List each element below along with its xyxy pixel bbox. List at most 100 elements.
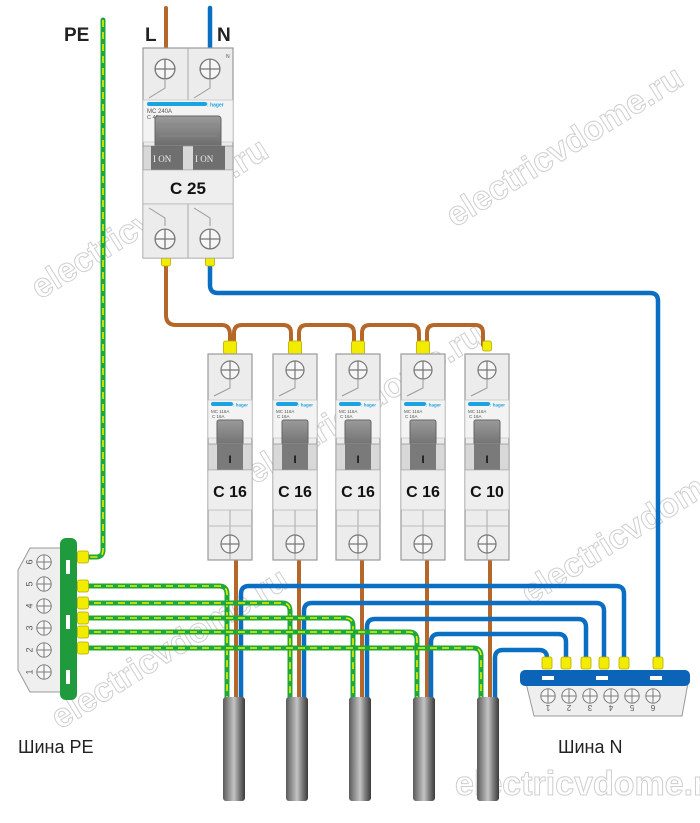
- screw-icon: [645, 688, 661, 704]
- cable: [413, 697, 435, 801]
- phase-jumper: [425, 323, 485, 347]
- screw-icon: [624, 688, 640, 704]
- n-label: N: [217, 25, 231, 46]
- rating-label: C 25: [170, 179, 206, 198]
- model-label: MC 240A: [147, 109, 172, 115]
- screw-icon: [413, 360, 433, 380]
- handle-label: I: [356, 454, 359, 466]
- screw-icon: [603, 688, 619, 704]
- l-label: L: [145, 25, 157, 46]
- toggle-handle[interactable]: [410, 444, 436, 470]
- cable: [477, 697, 499, 801]
- n-bus-label: Шина N: [558, 737, 623, 757]
- brand-label: : hager: [426, 403, 441, 408]
- cable: [223, 697, 245, 801]
- model-sub-label: C 16A: [340, 414, 353, 419]
- screw-icon: [36, 598, 52, 614]
- phase-jumper: [232, 323, 293, 347]
- model-label: MC 116A: [468, 409, 486, 414]
- screw-icon: [413, 534, 433, 554]
- screw-icon: [36, 576, 52, 592]
- rating-label: C 10: [470, 484, 504, 501]
- screw-icon: [199, 58, 221, 80]
- handle-label: I: [293, 454, 296, 466]
- handle-label-right: I ON: [195, 154, 214, 164]
- screw-icon: [199, 228, 221, 250]
- phase-jumper: [297, 323, 356, 347]
- terminal-number: 3: [587, 703, 592, 712]
- phase-jumper: [164, 260, 232, 347]
- main-breaker[interactable]: N : hager MC 240A C 40 I ON I ON C 25: [142, 47, 234, 259]
- screw-icon: [285, 360, 305, 380]
- terminal-number: 1: [545, 703, 550, 712]
- terminal-number: 6: [650, 703, 655, 712]
- wire-lug: [351, 340, 365, 355]
- terminal-number: 2: [24, 647, 34, 652]
- model-label: MC 116A: [404, 409, 422, 414]
- screw-icon: [477, 360, 497, 380]
- model-sub-label: C 16A: [469, 414, 482, 419]
- n-bus[interactable]: 1 2 3 4 5 6: [520, 670, 690, 717]
- wire-lug: [77, 579, 89, 593]
- branch-neutral-wire: [364, 616, 589, 703]
- toggle-handle[interactable]: [474, 444, 500, 470]
- brand-label: : hager: [361, 403, 376, 408]
- cables: [223, 697, 499, 801]
- rating-label: C 16: [406, 484, 440, 501]
- toggle-handle[interactable]: [217, 444, 243, 470]
- pe-bus-label: Шина PE: [18, 737, 94, 757]
- wire-lug: [598, 656, 610, 670]
- wire-lug: [580, 656, 592, 670]
- wire-lug: [77, 596, 89, 610]
- wire-lug: [77, 641, 89, 655]
- terminal-number: 3: [24, 625, 34, 630]
- branch-neutral-wire: [301, 600, 607, 703]
- main-neutral-wire: [207, 259, 661, 663]
- brand-label: : hager: [298, 403, 313, 408]
- terminal-number: 4: [24, 603, 34, 608]
- screw-icon: [348, 360, 368, 380]
- model-sub-label: C 16A: [212, 414, 225, 419]
- screw-icon: [36, 642, 52, 658]
- wires: [77, 5, 664, 703]
- handle-label: I: [421, 454, 424, 466]
- branch-pe-wire-stripe: [82, 602, 291, 700]
- terminal-number: 2: [566, 703, 571, 712]
- screw-icon: [220, 360, 240, 380]
- terminal-number: 4: [608, 703, 613, 712]
- toggle-handle[interactable]: [345, 444, 371, 470]
- branch-neutral-wire: [238, 583, 627, 703]
- wire-lug: [541, 656, 553, 670]
- terminal-number: 5: [629, 703, 634, 712]
- terminal-number: 1: [24, 669, 34, 674]
- branch-pe-wire-stripe: [82, 647, 482, 700]
- screw-icon: [582, 688, 598, 704]
- model-sub-label: C 40: [147, 115, 159, 121]
- screw-icon: [561, 688, 577, 704]
- wire-lug: [560, 656, 572, 670]
- wire-lug: [77, 611, 89, 625]
- handle-label-left: I ON: [153, 154, 172, 164]
- wire-lug: [77, 625, 89, 639]
- wire-lug: [652, 656, 664, 670]
- toggle-handle[interactable]: [282, 444, 308, 470]
- wire-lug: [223, 340, 237, 355]
- rating-label: C 16: [341, 484, 375, 501]
- pe-label: PE: [64, 25, 89, 46]
- screw-icon: [540, 688, 556, 704]
- branch-pe-wire-stripe: [82, 617, 354, 700]
- brand-label: : hager: [490, 403, 505, 408]
- screw-icon: [477, 534, 497, 554]
- screw-icon: [36, 620, 52, 636]
- screw-icon: [220, 534, 240, 554]
- cable: [286, 697, 308, 801]
- incoming-pe-wire-stripe: [82, 20, 104, 558]
